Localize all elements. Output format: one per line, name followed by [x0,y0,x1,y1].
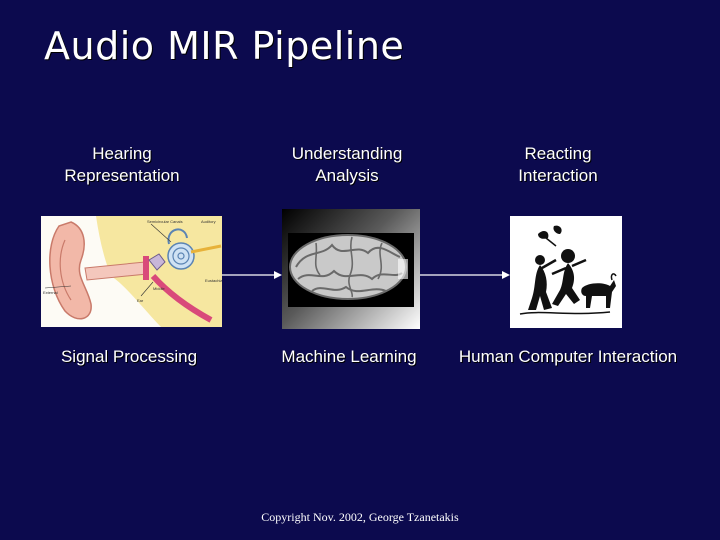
heading-line: Reacting [524,144,592,163]
svg-text:External: External [43,290,58,295]
arrow-right-icon [420,271,510,279]
svg-text:Eustachian: Eustachian [205,278,222,283]
column-heading-hearing: Hearing Representation [22,143,222,187]
ear-anatomy-icon: Semicircular Canals Auditory External Mi… [41,216,222,327]
heading-line: Understanding [291,144,403,163]
arrow-right-icon [222,271,282,279]
svg-text:Auditory: Auditory [201,219,216,224]
dancing-figures-icon [510,216,622,328]
heading-line: Hearing [92,144,152,163]
heading-line: Analysis [315,166,379,185]
copyright-footer: Copyright Nov. 2002, George Tzanetakis [261,510,459,524]
brain-icon [282,209,420,329]
column-heading-understanding: Understanding Analysis [247,143,447,187]
heading-line: Representation [64,166,180,185]
svg-text:Middle: Middle [153,286,166,291]
svg-text:Semicircular Canals: Semicircular Canals [147,219,183,224]
column-heading-reacting: Reacting Interaction [458,143,658,187]
slide-title: Audio MIR Pipeline [44,24,405,68]
svg-text:Ear: Ear [137,298,144,303]
caption-machine-learning: Machine Learning [281,347,417,366]
caption-signal-processing: Signal Processing [60,347,198,366]
caption-human-computer-interaction: Human Computer Interaction [458,347,678,366]
heading-line: Interaction [518,166,598,185]
